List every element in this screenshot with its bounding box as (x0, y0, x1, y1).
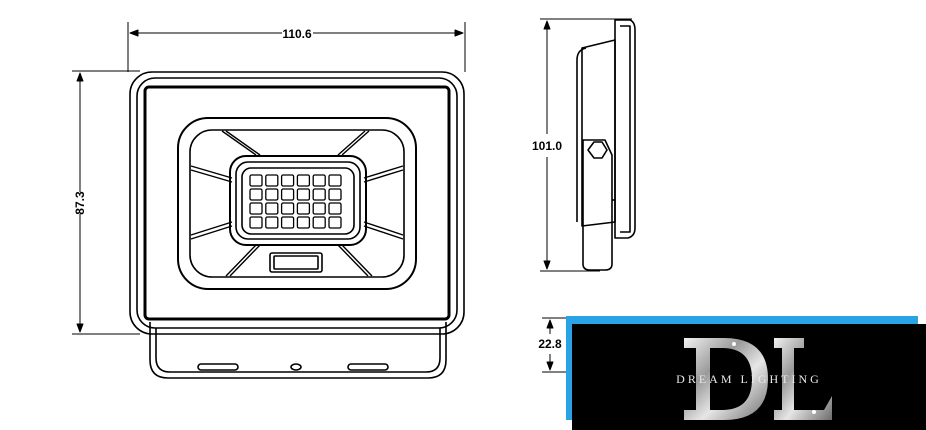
led-chip (312, 188, 326, 201)
led-chip (280, 174, 295, 187)
led-chip (280, 202, 295, 215)
height-side-dimension (540, 18, 632, 272)
led-chip (312, 216, 326, 229)
led-chip (265, 216, 279, 229)
led-chip (265, 202, 279, 215)
led-chip (312, 202, 326, 215)
led-chip (328, 202, 342, 215)
led-chip (249, 174, 263, 187)
mounting-bracket (149, 322, 447, 379)
side-view: 101.0 (532, 18, 636, 272)
led-chip (265, 174, 279, 187)
front-view: 110.6 87.3 (72, 22, 466, 379)
depth-label: 22.8 (538, 337, 562, 351)
led-chip (249, 216, 263, 229)
led-chip (296, 188, 311, 201)
led-chip (296, 216, 311, 229)
height-front-dimension (72, 70, 140, 335)
housing-outer (129, 71, 465, 335)
height-front-label: 87.3 (73, 191, 87, 215)
brand-name: DREAM LIGHTING (676, 372, 822, 386)
led-chip (296, 202, 311, 215)
led-chip (296, 174, 311, 187)
height-side-label: 101.0 (532, 139, 562, 153)
width-label: 110.6 (282, 27, 312, 41)
sensor-window (269, 252, 323, 273)
led-chip (328, 216, 342, 229)
led-chip (328, 188, 342, 201)
lens-frame (177, 117, 417, 290)
led-chip (280, 216, 295, 229)
led-chip (249, 188, 263, 201)
led-chip (265, 188, 279, 201)
led-grid (249, 174, 342, 229)
led-chip (249, 202, 263, 215)
led-chip (328, 174, 342, 187)
led-chip (312, 174, 326, 187)
side-profile (576, 19, 636, 271)
bottom-view: 22.8 (538, 317, 580, 373)
housing-inner (143, 85, 451, 321)
led-module-outer (229, 155, 367, 246)
width-dimension (127, 22, 466, 72)
led-chip (280, 188, 295, 201)
dl-monogram-logo (684, 338, 832, 420)
reflector-lines (190, 130, 404, 277)
